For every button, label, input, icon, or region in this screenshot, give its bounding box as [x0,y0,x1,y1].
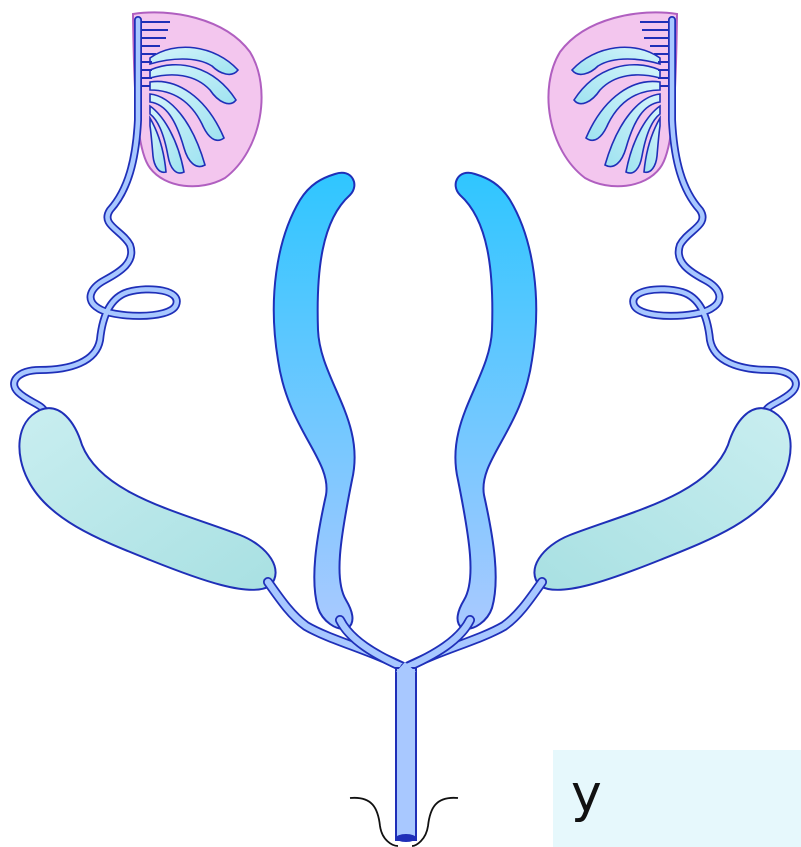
left-organ-set [14,12,405,668]
label-box: y [553,750,801,847]
label-text: y [571,768,602,820]
right-organ-set [405,12,796,668]
central-tube [396,662,416,842]
